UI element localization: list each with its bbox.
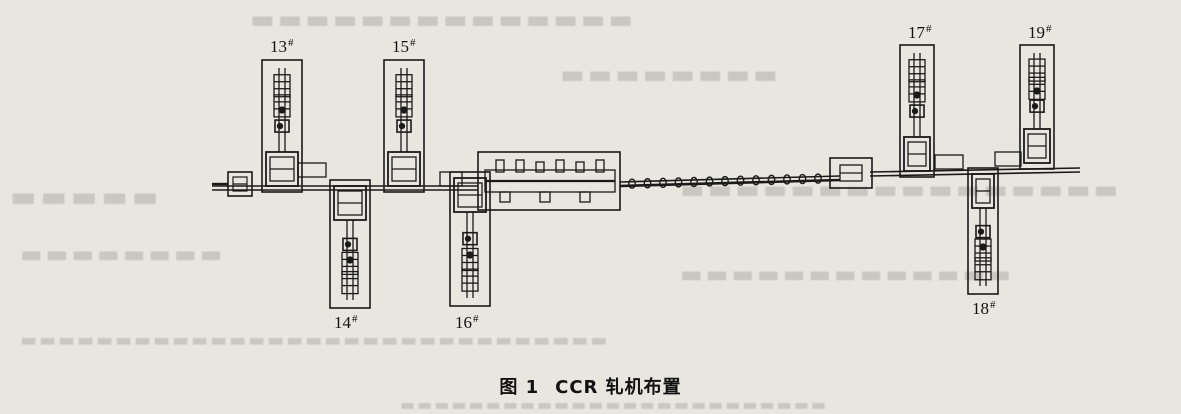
guide-roll [814,173,822,184]
stand-label-14: 14# [334,313,358,332]
figure-title: CCR 轧机布置 [555,377,682,398]
rolling-stand-14 [329,179,371,309]
guide-roll [783,174,791,185]
rolling-stand-16 [449,171,491,307]
guide-roll [643,178,652,189]
entry-unit [212,171,253,197]
stand-label-15: 15# [392,37,416,56]
central-equipment-block [477,151,621,211]
rolling-stand-15 [383,59,425,193]
figure-caption: 图 1 CCR 轧机布置 [0,373,1181,399]
stand-label-13: 13# [270,37,294,56]
guide-roll [705,176,714,187]
guide-roll [798,173,807,185]
guide-roll [736,175,745,186]
figure-number: 图 1 [499,377,540,398]
rolling-stand-13 [261,59,303,193]
guide-roll [628,178,636,189]
rolling-stand-18 [967,167,999,295]
rolling-stand-17 [899,44,935,178]
guide-roll [767,174,776,186]
connector-box [439,171,463,187]
stand-label-16: 16# [455,313,479,332]
stand-label-17: 17# [908,23,932,42]
guide-rolls [628,173,822,189]
stand-label-19: 19# [1028,23,1052,42]
guide-roll [752,175,760,186]
guide-roll [690,176,698,188]
rolling-stand-19 [1019,44,1055,170]
guide-roll [721,175,729,187]
guide-roll [659,177,667,189]
connector-box [934,154,964,170]
inline-unit-right [829,157,873,189]
stand-label-18: 18# [972,299,996,318]
connector-box [994,151,1022,167]
guide-roll [674,177,683,188]
